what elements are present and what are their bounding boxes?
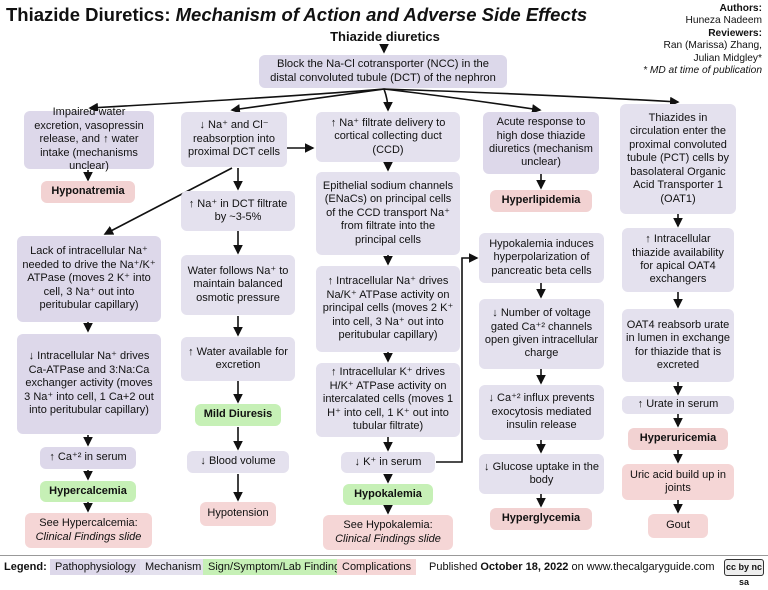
mild-diuresis-box: Mild Diuresis (195, 404, 281, 426)
impaired-water-box: Impaired water excretion, vasopressin re… (24, 106, 154, 172)
published-line: Published October 18, 2022 on www.thecal… (424, 559, 720, 575)
published-prefix: Published (429, 561, 481, 573)
ca-serum-box: ↑ Ca⁺² in serum (40, 447, 136, 469)
arrow-c3-to-c4 (436, 253, 479, 463)
see-hypercalcemia-line2: Clinical Findings slide (35, 530, 142, 543)
oat4-box: OAT4 reabsorb urate in lumen in exchange… (622, 309, 734, 382)
legend-complications: Complications (337, 559, 417, 575)
hypokalemia-box: Hypokalemia (343, 484, 433, 505)
enac-box: Epithelial sodium channels (ENaCs) on pr… (316, 172, 460, 255)
hypotension-box: Hypotension (200, 502, 276, 526)
see-hypokalemia-box: See Hypokalemia: Clinical Findings slide (323, 515, 453, 550)
root-box: Block the Na-Cl cotransporter (NCC) in t… (259, 55, 507, 88)
author-name: Huneza Nadeem (685, 15, 762, 27)
urate-serum-box: ↑ Urate in serum (622, 396, 734, 414)
legend-mechanism: Mechanism (140, 559, 207, 575)
published-suffix: on www.thecalgaryguide.com (568, 561, 715, 573)
hyperlipidemia-box: Hyperlipidemia (490, 190, 592, 212)
lack-na-box: Lack of intracellular Na⁺ needed to driv… (17, 236, 161, 322)
title-subtitle: Mechanism of Action and Adverse Side Eff… (175, 4, 588, 25)
na-cl-reabsorption-box: ↓ Na⁺ and Cl⁻ reabsorption into proximal… (181, 112, 287, 167)
legend-pathophysiology: Pathophysiology (50, 559, 141, 575)
glucose-uptake-box: ↓ Glucose uptake in the body (479, 454, 604, 494)
connector-arrows (83, 44, 683, 515)
water-follows-box: Water follows Na⁺ to maintain balanced o… (181, 255, 295, 315)
reviewer-2: Julian Midgley* (693, 52, 762, 64)
reviewers-label: Reviewers: (708, 27, 762, 39)
published-date: October 18, 2022 (480, 561, 569, 573)
hypercalcemia-box: Hypercalcemia (40, 481, 136, 502)
thiazides-pct-box: Thiazides in circulation enter the proxi… (620, 104, 736, 214)
arrow-root-col2 (230, 88, 385, 114)
authors-block: Authors: Huneza Nadeem Reviewers: Ran (M… (592, 3, 762, 77)
title-main: Thiazide Diuretics: (6, 4, 171, 25)
arrow-root-col1 (88, 88, 385, 113)
see-hypokalemia-line2: Clinical Findings slide (335, 532, 441, 545)
intra-thiazide-box: ↑ Intracellular thiazide availability fo… (622, 228, 734, 292)
uric-acid-box: Uric acid build up in joints (622, 464, 734, 500)
see-hypokalemia-line1: See Hypokalemia: (343, 519, 433, 532)
hypokalemia-induces-box: Hypokalemia induces hyperpolarization of… (479, 233, 604, 283)
license-badge: cc by nc sa (724, 559, 764, 587)
k-serum-box: ↓ K⁺ in serum (341, 452, 435, 473)
intra-k-drives-box: ↑ Intracellular K⁺ drives H/K⁺ ATPase ac… (316, 363, 460, 437)
arrow-root-col5 (383, 88, 680, 107)
publication-note: * MD at time of publication (643, 65, 762, 77)
gout-box: Gout (648, 514, 708, 538)
arrow-c2-to-c1 (103, 167, 233, 235)
acute-response-box: Acute response to high dose thiazide diu… (483, 112, 599, 174)
voltage-gated-box: ↓ Number of voltage gated Ca⁺² channels … (479, 299, 604, 369)
ca-influx-box: ↓ Ca⁺² influx prevents exocytosis mediat… (479, 385, 604, 440)
hyperglycemia-box: Hyperglycemia (490, 508, 592, 530)
see-hypercalcemia-line1: See Hypercalcemia: (39, 517, 138, 530)
na-filtrate-box: ↑ Na⁺ in DCT filtrate by ~3-5% (181, 191, 295, 231)
legend-bar: Legend: Pathophysiology Mechanism Sign/S… (0, 555, 768, 587)
legend-label: Legend: (4, 561, 47, 573)
arrow-root-col4 (383, 88, 542, 114)
hyponatremia-box: Hyponatremia (41, 181, 135, 203)
hyperuricemia-box: Hyperuricemia (628, 428, 728, 450)
legend-sign: Sign/Symptom/Lab Finding (203, 559, 346, 575)
reviewer-1: Ran (Marissa) Zhang, (663, 40, 762, 52)
root-title: Thiazide diuretics (330, 29, 440, 44)
intra-na-ca-box: ↓ Intracellular Na⁺ drives Ca-ATPase and… (17, 334, 161, 434)
blood-volume-box: ↓ Blood volume (187, 451, 289, 473)
page-title: Thiazide Diuretics: Mechanism of Action … (6, 4, 587, 26)
intra-na-drives-box: ↑ Intracellular Na⁺ drives Na/K⁺ ATPase … (316, 266, 460, 352)
see-hypercalcemia-box: See Hypercalcemia: Clinical Findings sli… (25, 513, 152, 548)
authors-label: Authors: (719, 3, 762, 14)
water-available-box: ↑ Water available for excretion (181, 337, 295, 381)
arrow-root-col3 (383, 88, 393, 112)
na-delivery-box: ↑ Na⁺ filtrate delivery to cortical coll… (316, 112, 460, 162)
